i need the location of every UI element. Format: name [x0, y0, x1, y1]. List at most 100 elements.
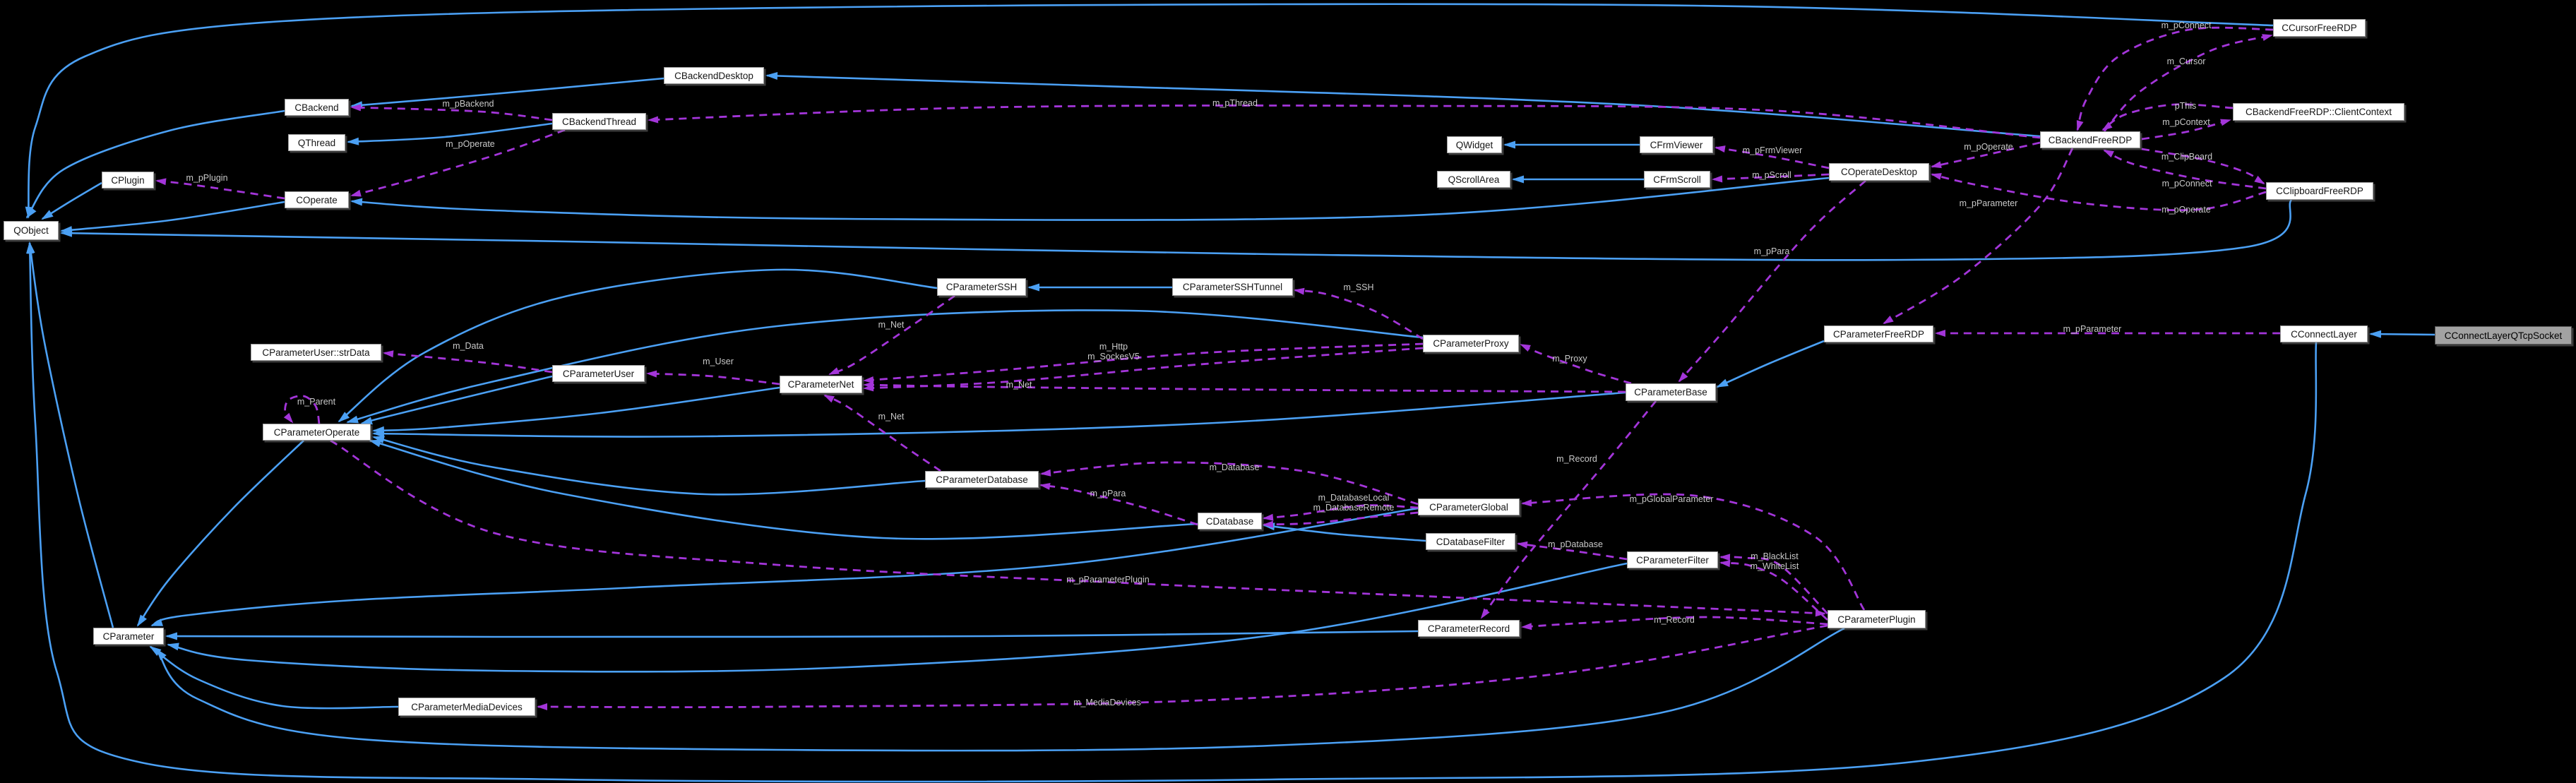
edge-label-m_ClipBoard: m_ClipBoard [2161, 152, 2213, 162]
edge-cparameterfilter-cdatabasefilter [1517, 542, 1628, 561]
class-node-cparametersshtunnel[interactable]: CParameterSSHTunnel [1172, 278, 1293, 296]
member-arrowhead-cparameternet [863, 384, 874, 392]
edge-label-m_pBackend: m_pBackend [442, 99, 494, 109]
inherit-arrowhead-cparameteroperate [369, 439, 381, 448]
edge-cparameterdatabase-cparameternet [824, 394, 941, 472]
class-node-cparameterssh[interactable]: CParameterSSH [937, 278, 1026, 296]
inherit-arrowhead-cparameterbase [1716, 378, 1729, 388]
edge-label-m_User: m_User [703, 357, 734, 366]
member-arrowhead-cparameterdatabase [1040, 469, 1051, 477]
edge-cparameterssh-cparameternet [829, 294, 955, 376]
edge-cconnectlayer-qobject [28, 242, 2318, 783]
edge-label-m_pGlobalParameter: m_pGlobalParameter [1629, 494, 1714, 504]
edge-cbackendfreerdp-cclipboardfreerdp [2141, 148, 2265, 185]
edge-cbackendthread-qthread [347, 122, 553, 143]
edge-cparameterglobal-cdatabase [1263, 504, 1419, 520]
class-node-cparameterbase[interactable]: CParameterBase [1626, 383, 1716, 401]
class-node-cbackenddesktop[interactable]: CBackendDesktop [664, 67, 764, 84]
member-arrowhead-cparametermediadevices [537, 703, 547, 710]
edge-cparameterbase-cparameterproxy [1520, 343, 1632, 385]
inherit-arrowhead-cparameteroperate [360, 417, 373, 425]
edge-label-m_Cursor: m_Cursor [2166, 56, 2206, 66]
class-node-cbackendthread[interactable]: CBackendThread [552, 113, 646, 130]
edge-label-m_pParameterPlugin: m_pParameterPlugin [1066, 575, 1150, 585]
edge-cparameterproxy-cparameternet [864, 342, 1424, 382]
member-arrowhead-cparameterfilter [1719, 554, 1731, 561]
edge-coperatedesktop-cparameterbase [1678, 179, 1866, 382]
class-node-cparameternet[interactable]: CParameterNet [780, 376, 862, 393]
edge-cbackend-qobject [25, 109, 285, 218]
inherit-arrowhead-cparameteroperate [372, 436, 385, 443]
class-node-cbackend[interactable]: CBackend [285, 99, 349, 116]
class-node-cclipboardfreerdp[interactable]: CClipboardFreeRDP [2266, 182, 2373, 200]
class-node-cparameterfreerdp[interactable]: CParameterFreeRDP [1824, 325, 1933, 342]
class-node-cplugin[interactable]: CPlugin [102, 172, 154, 189]
edge-label-m_pContext: m_pContext [2162, 117, 2210, 127]
class-node-cparameterproxy[interactable]: CParameterProxy [1423, 335, 1519, 352]
member-arrowhead-cbackendfreerdp [2103, 150, 2114, 158]
class-node-cparameteruser[interactable]: CParameterUser [552, 365, 645, 382]
class-node-coperate[interactable]: COperate [285, 191, 349, 208]
edge-cparameternet-cparameteroperate [373, 386, 780, 432]
edge-cbackenddesktop-cbackend [351, 77, 664, 107]
class-node-cconnectlayerqtcpsocket[interactable]: CConnectLayerQTcpSocket [2435, 326, 2572, 345]
inherit-arrowhead-qobject [41, 210, 54, 220]
class-node-cdatabasefilter[interactable]: CDatabaseFilter [1426, 533, 1515, 550]
edge-cparametermediadevices-cparameter [150, 645, 399, 710]
class-node-qthread[interactable]: QThread [288, 134, 345, 151]
class-node-cconnectlayer[interactable]: CConnectLayer [2280, 325, 2368, 342]
edge-cparameterglobal-cdatabase [1263, 511, 1419, 526]
inherit-arrowhead-cparameteroperate [338, 412, 350, 423]
edge-coperate-cplugin [156, 179, 285, 200]
edge-label-m_pParameter: m_pParameter [2063, 324, 2122, 334]
edge-cparameterdatabase-cparameteroperate [373, 436, 926, 496]
edge-coperatedesktop-cfrmscroll [1712, 173, 1830, 181]
class-node-cparameterdatabase[interactable]: CParameterDatabase [925, 471, 1039, 488]
edge-cparameteroperate-cparameter [136, 440, 304, 626]
class-node-cparameterglobal[interactable]: CParameterGlobal [1418, 498, 1520, 515]
member-arrowhead-cparameterdatabase [1039, 483, 1051, 490]
inherit-arrowhead-cparameteroperate [372, 429, 384, 438]
edge-cparameterbase-cparameteroperate [373, 391, 1626, 438]
edge-label-m_pPara: m_pPara [1753, 246, 1790, 256]
edge-cclipboardfreerdp-cbackendfreerdp [2104, 149, 2267, 190]
edge-label-m_SockesV5: m_SockesV5 [1087, 352, 1140, 361]
class-node-cparameter[interactable]: CParameter [93, 628, 164, 645]
edge-label-m_Proxy: m_Proxy [1552, 354, 1587, 364]
class-node-cparameterrecord[interactable]: CParameterRecord [1418, 620, 1520, 637]
member-arrowhead-cdatabasefilter [1517, 541, 1528, 549]
member-arrowhead-cbackendfreerdp [2076, 120, 2084, 131]
edge-label-m_pPlugin: m_pPlugin [186, 173, 228, 183]
class-node-cparametermediadevices[interactable]: CParameterMediaDevices [398, 698, 535, 716]
class-node-strdata[interactable]: CParameterUser::strData [251, 344, 381, 361]
class-node-cparameterplugin[interactable]: CParameterPlugin [1827, 610, 1926, 628]
member-arrowhead-clientcontext [2220, 119, 2231, 126]
class-node-qscrollarea[interactable]: QScrollArea [1437, 171, 1510, 188]
member-arrowhead-strdata [383, 350, 394, 358]
class-node-cfrmviewer[interactable]: CFrmViewer [1640, 136, 1713, 153]
class-node-qobject[interactable]: QObject [4, 221, 59, 240]
class-node-cdatabase[interactable]: CDatabase [1198, 513, 1262, 530]
inherit-arrowhead-qobject [27, 241, 35, 254]
class-node-ccursorfreerdp[interactable]: CCursorFreeRDP [2273, 19, 2366, 37]
class-node-cparameterfilter[interactable]: CParameterFilter [1627, 551, 1718, 568]
class-node-clientcontext[interactable]: CBackendFreeRDP::ClientContext [2233, 103, 2404, 121]
class-node-cbackendfreerdp[interactable]: CBackendFreeRDP [2040, 131, 2140, 148]
class-node-cfrmscroll[interactable]: CFrmScroll [1644, 171, 1710, 188]
member-arrowhead-cparameterfreerdp [1883, 316, 1894, 324]
edge-label-m_pScroll: m_pScroll [1752, 170, 1791, 180]
class-node-cparameteroperate[interactable]: CParameterOperate [263, 424, 371, 441]
edge-label-m_pConnect: m_pConnect [2161, 179, 2212, 189]
class-node-qwidget[interactable]: QWidget [1447, 136, 1502, 153]
edge-cparameterplugin-cparameter [155, 627, 1845, 752]
member-arrowhead-cparameternet [863, 376, 874, 383]
inherit-arrowhead-qobject [60, 229, 73, 237]
inherit-arrowhead-cconnectlayer [2369, 330, 2382, 338]
edge-cparameterfreerdp-cparameterbase [1717, 340, 1825, 388]
class-node-coperatedesktop[interactable]: COperateDesktop [1829, 163, 1929, 181]
member-arrowhead-cclipboardfreerdp [2254, 175, 2265, 184]
edge-cbackendfreerdp-cbackendthread [648, 104, 2041, 139]
edge-label-m_pPara: m_pPara [1090, 489, 1126, 498]
